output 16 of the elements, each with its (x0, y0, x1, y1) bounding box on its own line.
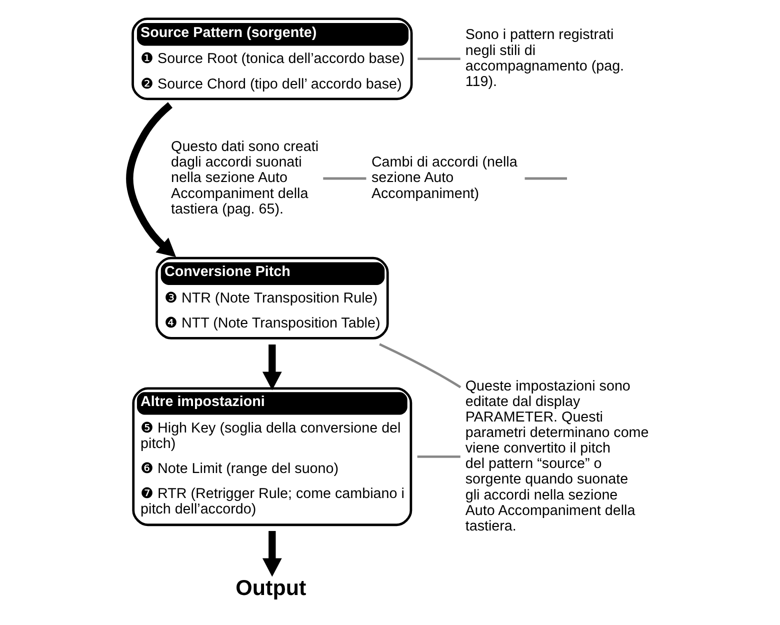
node-text: Output (236, 576, 306, 600)
node-text: Sono i pattern registrati negli stili di accompagnamento (pag. 119). (465, 27, 624, 90)
node-box: Conversione Pitch ❸ NTR (Note Transposition Rule) ❹ NTT (Note Transposition Table) (156, 256, 389, 340)
node-box: Source Pattern (sorgente) ❶ Source Root (tonica dell’accordo base) ❷ Source Chord (tipo dell’ accordo base) (132, 18, 413, 100)
connector (524, 177, 567, 180)
arrow (126, 102, 176, 258)
node-text: Queste impostazioni sono editate dal display PARAMETER. Questi parametri determinano come viene convertito il pitch del pattern “source” o sorgente quando suonate gli accordi nella sezione Auto Accompaniment della tastiera. (465, 378, 649, 534)
arrow (262, 344, 282, 390)
connector (418, 58, 460, 60)
connector (417, 455, 460, 458)
arrow (262, 530, 282, 577)
connector (379, 343, 462, 388)
node-text: Questo dati sono creati dagli accordi suonati nella sezione Auto Accompaniment della tastiera (pag. 65). (171, 139, 319, 218)
connector (323, 177, 366, 180)
node-text: Cambi di accordi (nella sezione Auto Accompaniment) (371, 154, 518, 202)
node-box: Altre impostazioni ❺ High Key (soglia della conversione del pitch) ❻ Note Limit (range del suono) ❼ RTR (Retrigger Rule; come cambiano i pitch dell’accordo) (132, 387, 412, 526)
